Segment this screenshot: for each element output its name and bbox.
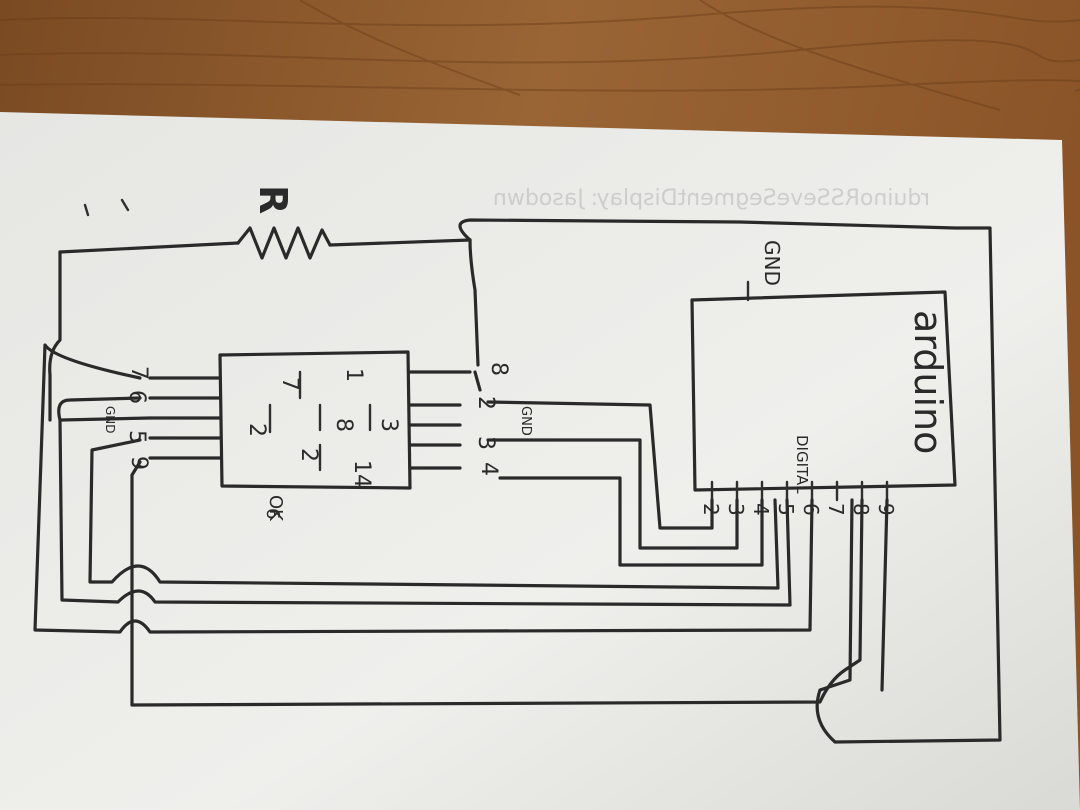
resistor: R <box>48 185 472 422</box>
segment-strokes <box>268 370 372 472</box>
bleed-through-text: rduinoRSSeveSegmentDisplay: Jasodwn <box>493 186 930 211</box>
display-gnd-right: GND <box>518 406 533 436</box>
arduino-pin-7: 7 <box>824 503 848 516</box>
arduino-pin-labels: 2 3 4 5 6 7 8 9 <box>699 503 898 516</box>
digital-label: DIGITAL <box>793 435 811 494</box>
paper-sheet <box>0 112 1080 810</box>
svg-text:3: 3 <box>376 418 401 432</box>
display-left-pins <box>148 376 222 460</box>
display-right-pin-labels: 8 2 GND 3 4 <box>473 362 533 476</box>
display-pin-4: 4 <box>476 462 501 476</box>
svg-text:2: 2 <box>296 448 321 462</box>
display-pin-8: 8 <box>486 362 511 376</box>
svg-text:6: 6 <box>262 508 283 519</box>
right-wires <box>473 370 764 567</box>
svg-text:OK: OK <box>265 495 286 522</box>
svg-text:2: 2 <box>244 423 269 437</box>
svg-text:1: 1 <box>341 368 366 382</box>
gnd-top-label: GND <box>760 240 784 286</box>
stray-marks <box>83 198 130 217</box>
wood-grain <box>0 0 1080 111</box>
left-wires <box>33 343 889 707</box>
svg-text:8: 8 <box>331 418 356 432</box>
display-pin-3: 3 <box>473 436 498 450</box>
resistor-label: R <box>251 185 295 214</box>
svg-text:7: 7 <box>277 377 302 391</box>
svg-text:rduinoRSSeveSegmentDisplay: Ja: rduinoRSSeveSegmentDisplay: Jasodwn <box>493 186 930 211</box>
seven-segment-display: 2 7 1 8 3 14 2 5 OK 6 <box>103 350 533 522</box>
arduino-pin-ticks <box>710 480 889 502</box>
svg-text:14: 14 <box>349 460 374 488</box>
display-right-pins <box>408 370 472 470</box>
display-pin-2: 2 <box>473 396 498 410</box>
arduino-label: arduino <box>906 310 950 454</box>
display-face-labels: 2 7 1 8 3 14 2 5 OK 6 <box>244 368 401 522</box>
